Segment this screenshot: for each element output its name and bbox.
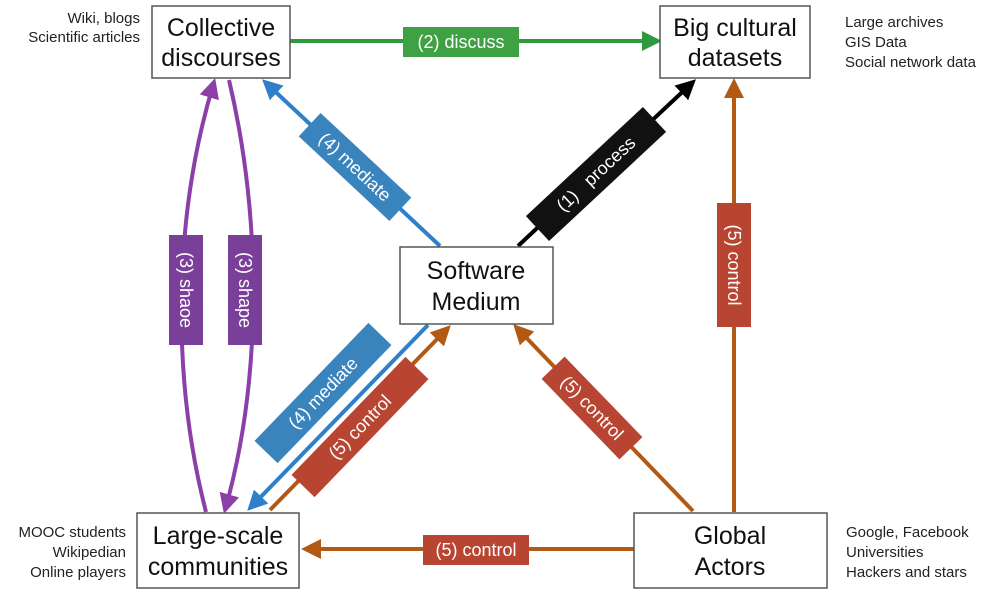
edge-label-shape-right-text: (3) shape: [235, 252, 255, 328]
node-communities-line2: communities: [148, 553, 288, 581]
note-communities: MOOC students Wikipedian Online players: [18, 524, 126, 581]
node-big-cultural-datasets: Big cultural datasets: [659, 5, 811, 79]
node-large-scale-communities: Large-scale communities: [136, 512, 300, 589]
note-global: Google, Facebook Universities Hackers an…: [846, 524, 969, 581]
node-datasets-line2: datasets: [688, 44, 783, 72]
note-datasets: Large archives GIS Data Social network d…: [845, 14, 977, 71]
edge-label-control-global-comm: (5) control: [423, 535, 529, 565]
edge-label-process-text: (1) process: [553, 133, 640, 216]
node-collective-line2: discourses: [161, 44, 281, 72]
node-software-line1: Software: [427, 257, 526, 285]
edge-label-control-global-data-text: (5) control: [724, 224, 744, 305]
edge-label-discuss: (2) discuss: [403, 27, 519, 57]
edge-label-control-global-data: (5) control: [717, 203, 751, 327]
edge-label-control-global-comm-text: (5) control: [435, 540, 516, 560]
node-communities-line1: Large-scale: [153, 522, 284, 550]
edge-label-process: (1) process: [525, 107, 667, 241]
note-datasets-2: Social network data: [845, 54, 977, 71]
note-global-2: Hackers and stars: [846, 564, 967, 581]
note-collective-1: Scientific articles: [28, 29, 140, 46]
note-communities-1: Wikipedian: [53, 544, 126, 561]
note-communities-2: Online players: [30, 564, 126, 581]
note-datasets-0: Large archives: [845, 14, 943, 31]
edge-label-shape-right: (3) shape: [228, 235, 262, 345]
node-datasets-line1: Big cultural: [673, 14, 797, 42]
note-global-1: Universities: [846, 544, 924, 561]
node-software-medium: Software Medium: [399, 246, 554, 325]
note-communities-0: MOOC students: [18, 524, 126, 541]
node-global-line2: Actors: [695, 553, 766, 581]
edge-label-control-global-sm-text: (5) control: [557, 372, 628, 444]
node-global-actors: Global Actors: [633, 512, 828, 589]
node-collective-line1: Collective: [167, 14, 275, 42]
node-collective-discourses: Collective discourses: [151, 5, 291, 79]
node-software-line2: Medium: [432, 288, 521, 316]
node-global-line1: Global: [694, 522, 766, 550]
note-datasets-1: GIS Data: [845, 34, 907, 51]
edge-label-shape-left: (3) shaoe: [169, 235, 203, 345]
edge-label-control-global-sm: (5) control: [541, 356, 643, 460]
edge-label-mediate-top: (4) mediate: [298, 113, 412, 221]
edge-label-mediate-top-text: (4) mediate: [315, 129, 395, 206]
edge-label-discuss-text: (2) discuss: [417, 32, 504, 52]
edge-label-shape-left-text: (3) shaoe: [176, 252, 196, 328]
note-global-0: Google, Facebook: [846, 524, 969, 541]
edge-mediate-bottom-arrow: [247, 323, 430, 511]
note-collective: Wiki, blogs Scientific articles: [28, 10, 140, 46]
note-collective-0: Wiki, blogs: [67, 10, 140, 27]
